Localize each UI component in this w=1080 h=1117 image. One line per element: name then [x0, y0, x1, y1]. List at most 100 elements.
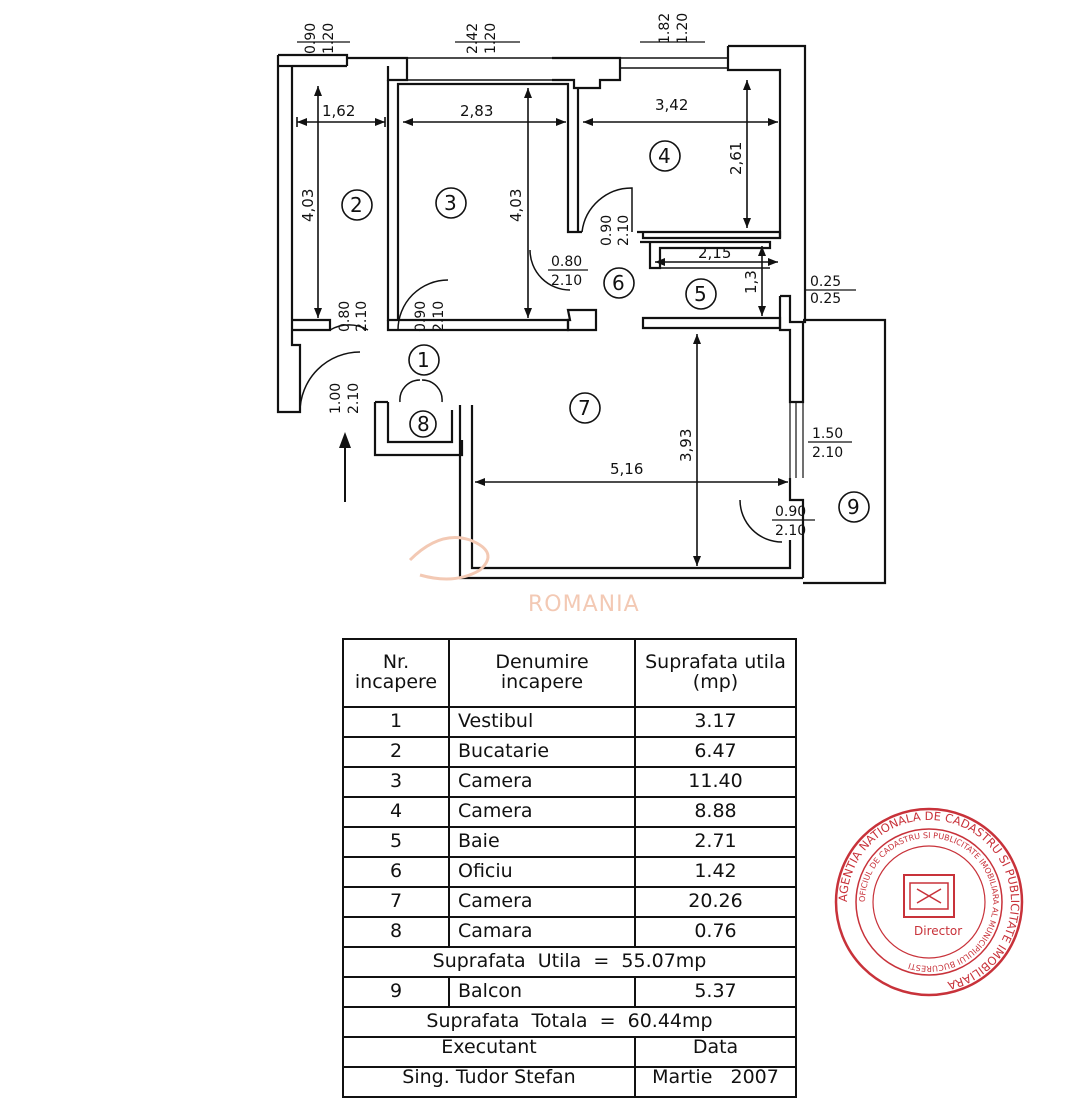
date-value: Martie 2007 [652, 1066, 779, 1088]
room-number-8: 8 [417, 412, 430, 436]
balcony-window-h: 2.10 [812, 445, 843, 461]
row-name: Bucatarie [448, 736, 636, 768]
room-2-height: 4,03 [299, 189, 317, 222]
room-7-width: 5,16 [610, 460, 643, 478]
entry-arrow-icon [339, 432, 351, 502]
executant-name: Sing. Tudor Stefan [402, 1066, 576, 1088]
stamp-inner-text: OFICIUL DE CADASTRU SI PUBLICITATE IMOBI… [858, 831, 1000, 973]
row-name: Vestibul [448, 706, 636, 738]
row-nr: 2 [342, 736, 450, 768]
executant-cell: Executant [342, 1036, 636, 1068]
room-2-width: 1,62 [322, 102, 355, 120]
floor-plan: 0.90 1.20 2.42 1.20 1.82 1.20 1,62 2,83 … [276, 13, 887, 617]
useful-area-total: Suprafata Utila = 55.07mp [342, 946, 797, 978]
useful-area-total-row: Suprafata Utila = 55.07mp [342, 946, 797, 978]
entry-door-h: 2.10 [346, 383, 362, 414]
top-dim-1-w: 0.90 [303, 23, 319, 54]
balcony-door-h: 2.10 [775, 523, 806, 539]
dimension-arrows [297, 80, 788, 566]
header-name: Denumire incapere [448, 638, 636, 708]
door-4-h: 2.10 [616, 215, 632, 246]
header-area: Suprafata utila (mp) [634, 638, 797, 708]
table-row: 6 Oficiu 1.42 [342, 856, 797, 888]
table-row: 4 Camera 8.88 [342, 796, 797, 828]
executant-name-cell: Sing. Tudor Stefan [342, 1066, 636, 1098]
room-number-2: 2 [350, 193, 363, 217]
footer-values-row: Sing. Tudor Stefan Martie 2007 [342, 1066, 797, 1098]
row-area: 20.26 [634, 886, 797, 918]
room-3-height: 4,03 [507, 189, 525, 222]
room-3-width: 2,83 [460, 102, 493, 120]
room-7-height: 3,93 [677, 429, 695, 462]
room-number-7: 7 [578, 396, 591, 420]
top-dim-1-h: 1.20 [321, 23, 337, 54]
door-labels: 0.80 2.10 0.90 2.10 0.90 2.10 0.80 2.10 … [328, 215, 856, 539]
room-number-1: 1 [417, 348, 430, 372]
row-nr: 5 [342, 826, 450, 858]
row-area: 3.17 [634, 706, 797, 738]
vent-h: 0.25 [810, 291, 841, 307]
row-name: Baie [448, 826, 636, 858]
row-area: 0.76 [634, 916, 797, 948]
door-6-w: 0.80 [551, 254, 582, 270]
row-area: 11.40 [634, 766, 797, 798]
balcony-window-w: 1.50 [812, 426, 843, 442]
door-2-w: 0.80 [337, 301, 353, 332]
date-label: Data [692, 1036, 739, 1058]
door-4-w: 0.90 [599, 215, 615, 246]
row-nr: 8 [342, 916, 450, 948]
top-window-dims: 0.90 1.20 2.42 1.20 1.82 1.20 [297, 13, 705, 54]
vent-w: 0.25 [810, 274, 841, 290]
row-name: Oficiu [448, 856, 636, 888]
header-nr: Nr. incapere [342, 638, 450, 708]
room-4-width: 3,42 [655, 96, 688, 114]
row-area: 6.47 [634, 736, 797, 768]
date-value-cell: Martie 2007 [634, 1066, 797, 1098]
room-number-9: 9 [847, 495, 860, 519]
entry-door-w: 1.00 [328, 383, 344, 414]
room-number-5: 5 [694, 282, 707, 306]
stamp-center-text: Director [914, 924, 962, 938]
footer-row: Executant Data [342, 1036, 797, 1068]
room-5-width: 2,15 [698, 244, 731, 262]
official-stamp: AGENTIA NATIONALA DE CADASTRU SI PUBLICI… [834, 807, 1024, 997]
balcony-area: 5.37 [634, 976, 797, 1008]
row-nr: 6 [342, 856, 450, 888]
top-dim-2-h: 1.20 [483, 23, 499, 54]
table-row: 7 Camera 20.26 [342, 886, 797, 918]
row-name: Camera [448, 796, 636, 828]
room-4-height: 2,61 [727, 142, 745, 175]
total-area: Suprafata Totala = 60.44mp [342, 1006, 797, 1038]
row-nr: 7 [342, 886, 450, 918]
row-name: Camara [448, 916, 636, 948]
table-row: 8 Camara 0.76 [342, 916, 797, 948]
table-row: 1 Vestibul 3.17 [342, 706, 797, 738]
door-6-h: 2.10 [551, 273, 582, 289]
watermark: ROMANIA [408, 536, 640, 617]
row-area: 2.71 [634, 826, 797, 858]
row-nr: 3 [342, 766, 450, 798]
top-dim-3-w: 1.82 [657, 13, 673, 44]
coat-of-arms-icon [903, 874, 955, 918]
walls [276, 44, 887, 585]
top-dim-3-h: 1.20 [675, 13, 691, 44]
balcony-door-w: 0.90 [775, 504, 806, 520]
row-nr: 1 [342, 706, 450, 738]
watermark-text: ROMANIA [528, 592, 640, 617]
executant-label: Executant [441, 1036, 537, 1058]
room-5-height: 1,3 [742, 270, 760, 294]
table-row: 3 Camera 11.40 [342, 766, 797, 798]
room-dimension-labels: 1,62 2,83 3,42 2,15 5,16 4,03 4,03 2,61 … [299, 96, 760, 478]
door-3-w: 0.90 [413, 301, 429, 332]
date-label-cell: Data [634, 1036, 797, 1068]
door-3-h: 2.10 [431, 301, 447, 332]
room-number-3: 3 [444, 191, 457, 215]
row-area: 8.88 [634, 796, 797, 828]
table-row: 5 Baie 2.71 [342, 826, 797, 858]
balcony-row: 9 Balcon 5.37 [342, 976, 797, 1008]
row-area: 1.42 [634, 856, 797, 888]
row-name: Camera [448, 886, 636, 918]
room-number-6: 6 [612, 271, 625, 295]
total-area-row: Suprafata Totala = 60.44mp [342, 1006, 797, 1038]
table-row: 2 Bucatarie 6.47 [342, 736, 797, 768]
